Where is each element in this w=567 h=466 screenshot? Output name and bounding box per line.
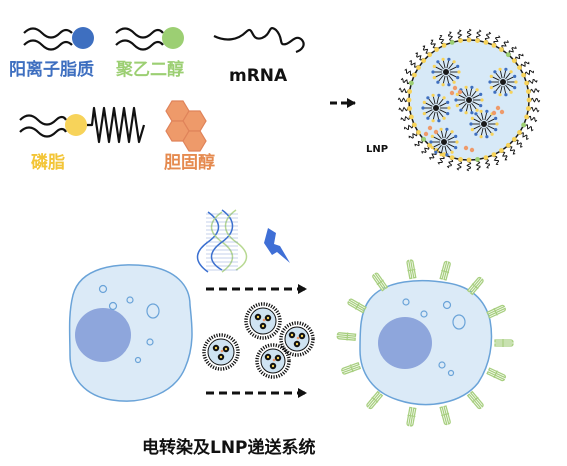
cell-before: [68, 264, 193, 402]
phospholipid-head: [65, 114, 87, 136]
nucleus-right: [378, 317, 432, 369]
label-cholesterol: 胆固醇: [164, 153, 215, 173]
label-mrna: mRNA: [229, 66, 288, 86]
dna-helix-icon: [196, 209, 248, 273]
label-ionizable-lipid: 阳离子脂质: [9, 60, 94, 80]
legend-peg: [115, 27, 184, 51]
ionizable-lipid-head: [72, 27, 94, 49]
legend-phospholipid: [19, 106, 146, 144]
nanoparticle-group: [202, 302, 315, 379]
label-lnp: LNP: [366, 144, 389, 155]
cell-after: [336, 258, 514, 428]
legend-cholesterol: [165, 100, 207, 152]
caption: 电转染及LNP递送系统: [142, 438, 316, 458]
lightning-icon: [264, 228, 290, 263]
lnp-particle: [397, 28, 541, 172]
peg-head: [162, 27, 184, 49]
label-peg: 聚乙二醇: [116, 60, 184, 80]
legend-ionizable-lipid: [23, 27, 94, 51]
mrna-strand: [213, 27, 305, 54]
nucleus: [75, 308, 131, 362]
label-phospholipid: 磷脂: [31, 153, 65, 173]
